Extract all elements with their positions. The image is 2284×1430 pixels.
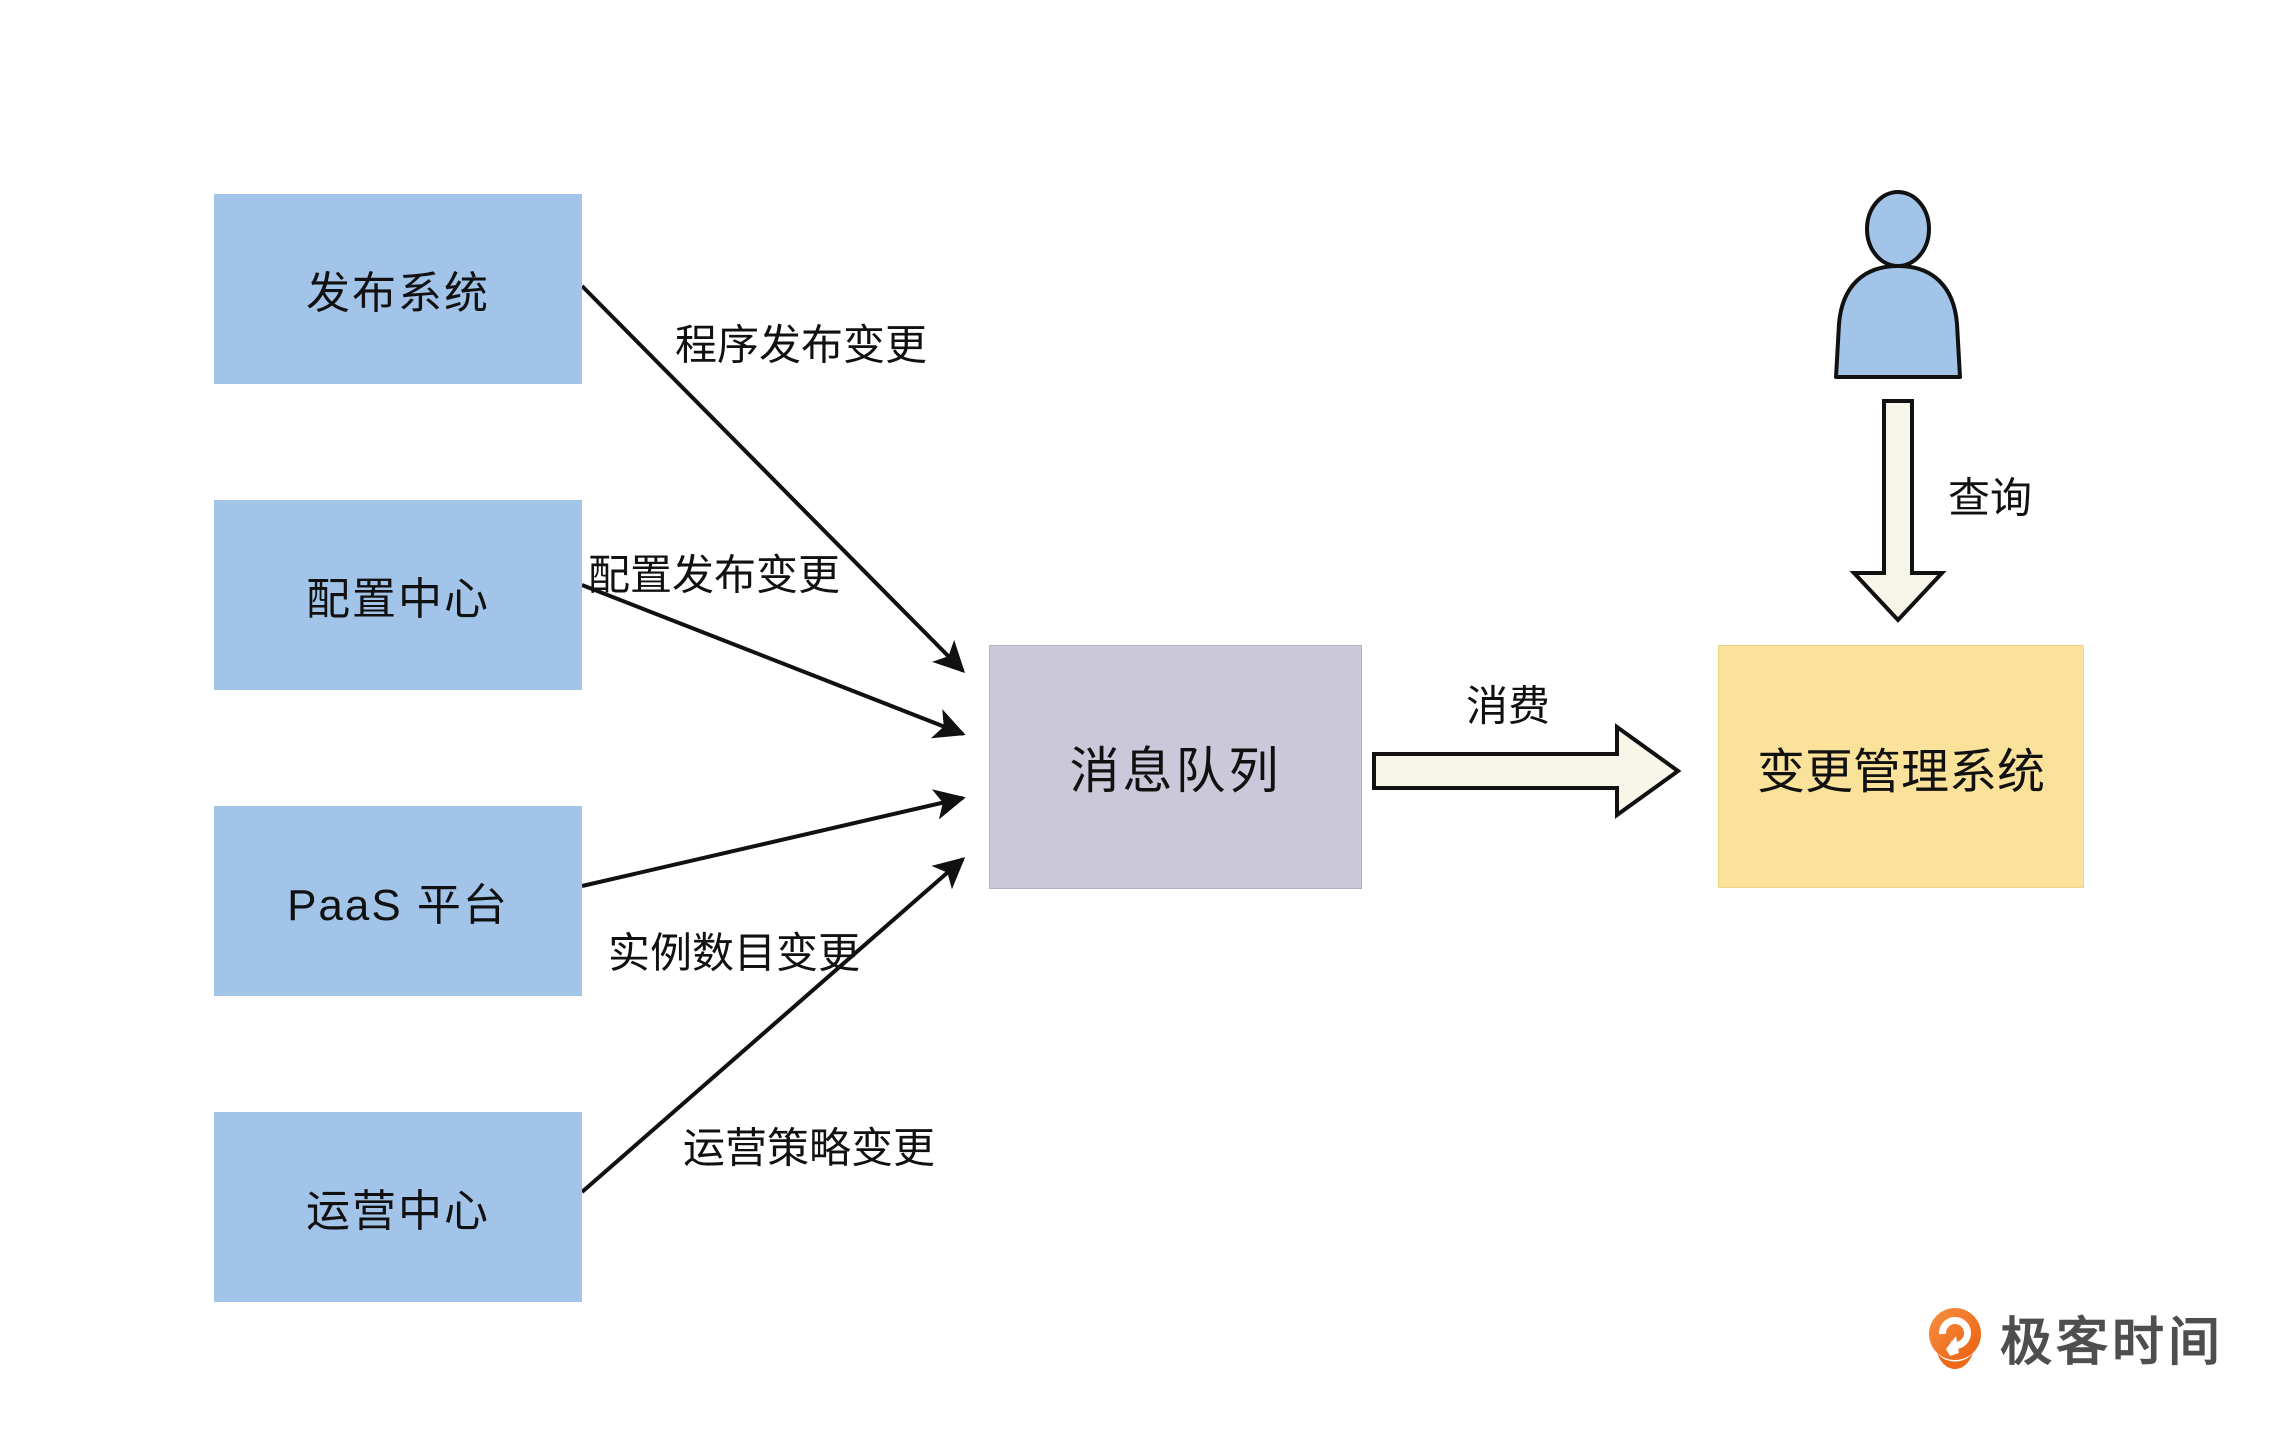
edge-label-instance-count-change: 实例数目变更 [607,929,861,977]
node-change-mgmt-system: 变更管理系统 [1718,645,2084,888]
node-config-center: 配置中心 [214,500,582,690]
geektime-logo-text: 极客时间 [2000,1314,2225,1372]
geektime-logo: 极客时间 [1928,1308,2224,1374]
arrow-release-to-queue [580,284,965,674]
edge-label-config-release-change: 配置发布变更 [587,551,841,599]
node-ops-center-label: 运营中心 [306,1187,490,1236]
node-paas-platform: PaaS 平台 [214,806,582,996]
node-change-mgmt-system-label: 变更管理系统 [1756,745,2045,799]
node-release-system-label: 发布系统 [306,269,490,318]
edge-label-ops-strategy-change: 运营策略变更 [682,1124,936,1172]
arrow-config-to-queue [581,583,966,739]
node-message-queue: 消息队列 [989,645,1362,889]
node-paas-platform-label: PaaS 平台 [287,881,509,930]
geektime-logo-icon [1929,1308,1981,1369]
person-icon [1834,190,1962,379]
edge-label-program-release-change: 程序发布变更 [674,321,928,369]
node-ops-center: 运营中心 [214,1112,582,1302]
query-arrow-icon [1849,399,1947,623]
node-release-system: 发布系统 [214,194,582,384]
arrow-paas-to-queue [581,789,966,888]
node-config-center-label: 配置中心 [306,575,490,624]
edge-label-query: 查询 [1947,474,2033,522]
edge-label-consume: 消费 [1465,682,1551,730]
arrow-ops-to-queue [580,857,966,1194]
consume-arrow-icon [1372,723,1682,819]
node-message-queue-label: 消息队列 [1069,743,1282,799]
